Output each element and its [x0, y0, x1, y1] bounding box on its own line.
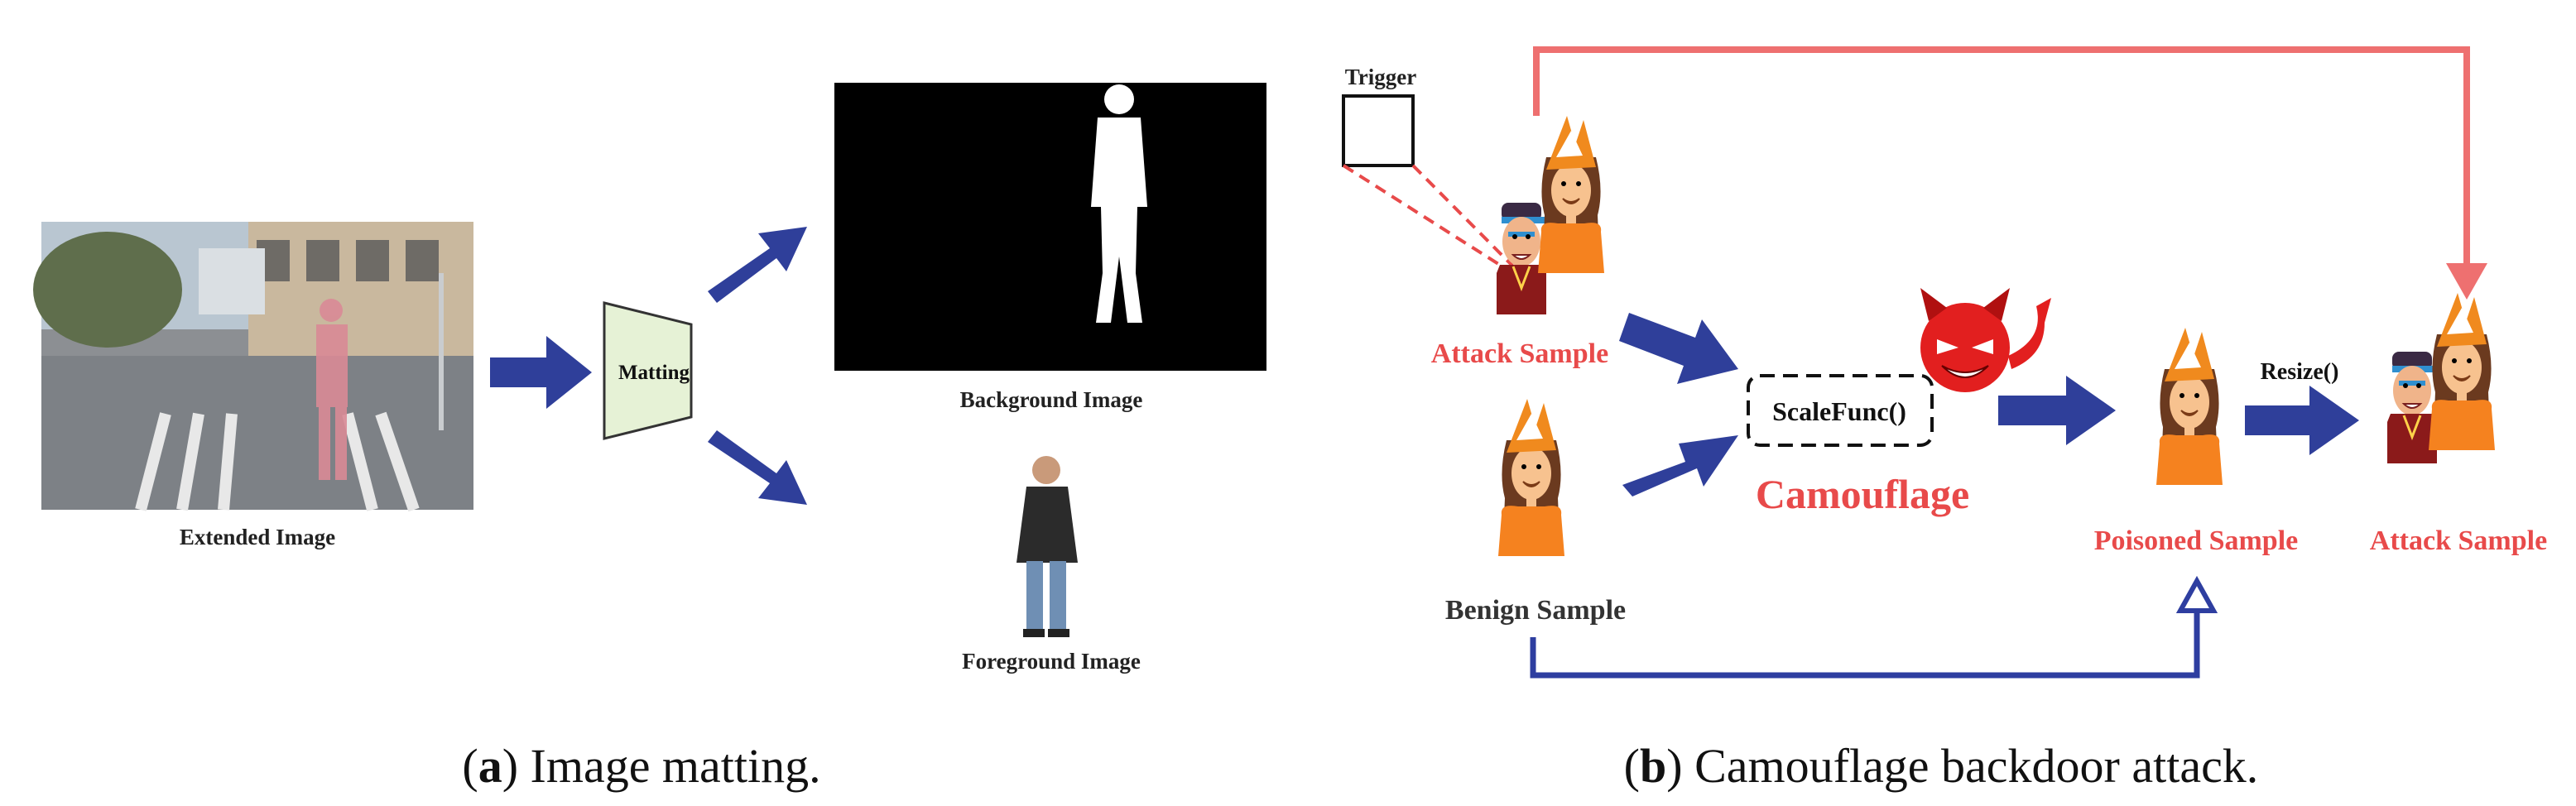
scalefunc-label: ScaleFunc()	[1772, 396, 1906, 426]
caption-b-letter: b	[1640, 739, 1666, 793]
blue-bypass-line	[1530, 609, 2200, 679]
panel-b: Trigger Attack Sample Benign Sample Scal…	[1342, 46, 2547, 793]
panel-a: Extended Image Matting Background Image …	[33, 83, 1266, 793]
benign-sample-label: Benign Sample	[1445, 595, 1626, 626]
matting-block	[603, 301, 693, 440]
caption-a: (a) Image matting.	[462, 739, 820, 793]
red-feedback-line	[1533, 46, 2470, 265]
camouflage-label: Camouflage	[1756, 471, 1969, 517]
woman-with-fox-hat-icon	[2428, 292, 2496, 451]
devil-face-icon	[1920, 288, 2051, 392]
background-image	[834, 83, 1266, 371]
arrow-to-matting	[490, 336, 592, 409]
arrow-benign-to-scalefunc	[1622, 435, 1738, 497]
resize-label: Resize()	[2261, 359, 2339, 385]
highlighted-person	[316, 299, 348, 480]
arrow-to-poisoned	[1998, 376, 2116, 445]
man-with-cap-icon	[1495, 201, 1548, 316]
woman-with-fox-hat-icon	[1497, 398, 1565, 557]
foreground-image	[1016, 456, 1078, 637]
arrow-attack-to-scalefunc	[1619, 313, 1738, 384]
background-image-label: Background Image	[960, 387, 1143, 412]
trigger-square-icon	[1342, 94, 1415, 167]
foreground-image-label: Foreground Image	[962, 649, 1141, 674]
red-arrowhead	[2446, 263, 2487, 300]
trigger-dash-1	[1411, 164, 1516, 270]
blue-arrowhead	[2175, 575, 2218, 613]
arrow-to-background	[708, 227, 807, 303]
attack-sample-out-label: Attack Sample	[2370, 525, 2547, 556]
trigger-dash-2	[1342, 164, 1507, 270]
woman-with-fox-hat-icon	[2155, 327, 2223, 486]
matting-label: Matting	[618, 362, 690, 384]
extended-image	[33, 222, 473, 512]
arrow-resize	[2245, 386, 2359, 455]
trigger-label: Trigger	[1345, 65, 1416, 89]
scalefunc-box	[1747, 374, 1934, 447]
woman-with-fox-hat-icon	[1537, 115, 1605, 274]
attack-sample-label: Attack Sample	[1431, 338, 1608, 369]
extended-image-label: Extended Image	[180, 525, 335, 549]
poisoned-sample-label: Poisoned Sample	[2094, 525, 2299, 556]
caption-a-text: Image matting.	[531, 739, 821, 793]
caption-b: (b) Camouflage backdoor attack.	[1624, 739, 2259, 793]
caption-a-letter: a	[478, 739, 502, 793]
caption-b-text: Camouflage backdoor attack.	[1694, 739, 2258, 793]
arrow-to-foreground	[708, 430, 807, 505]
